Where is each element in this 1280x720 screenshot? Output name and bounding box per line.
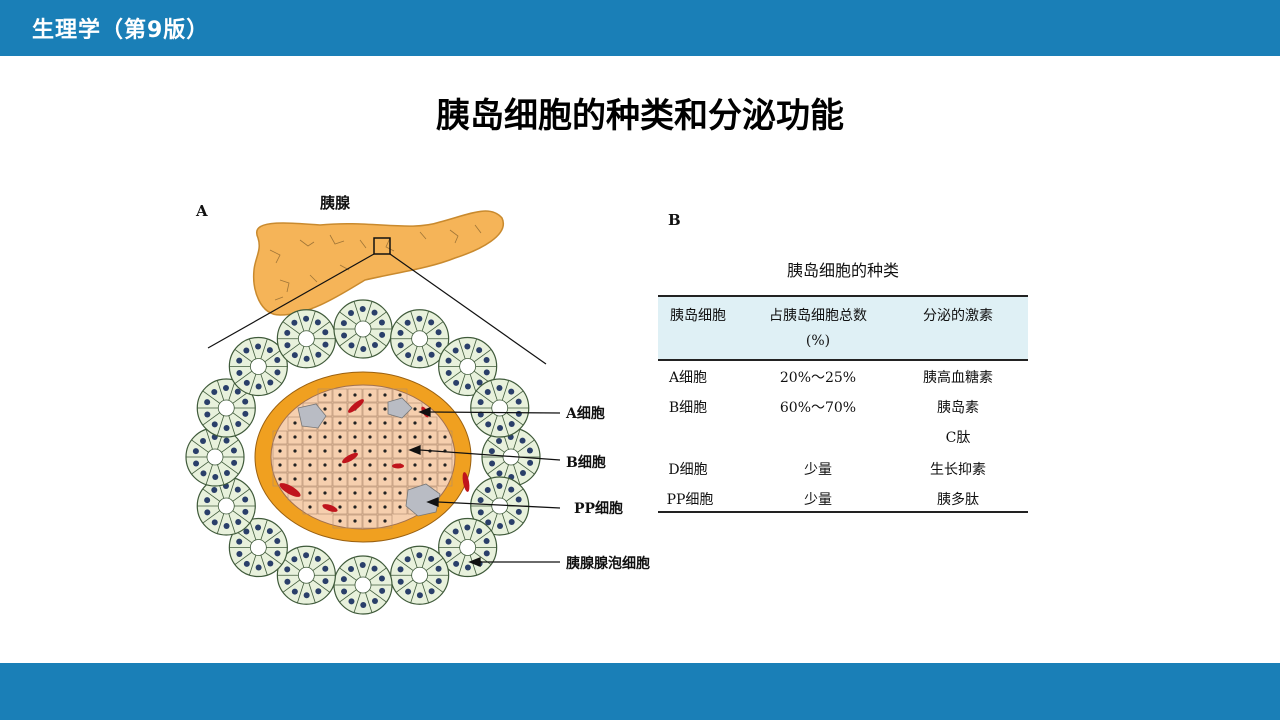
acinus bbox=[470, 476, 530, 536]
book-title: 生理学（第9版） bbox=[32, 18, 210, 43]
cell-percent: 少量 bbox=[804, 462, 832, 478]
table-panel: B 胰岛细胞的种类 胰岛细胞 占胰岛细胞总数 (%) 分泌的激素 A细胞 20%… bbox=[658, 205, 1028, 525]
acinus bbox=[438, 336, 498, 397]
acinus bbox=[196, 476, 256, 536]
cell-hormone: 胰多肽 bbox=[937, 492, 979, 508]
acinus bbox=[276, 309, 336, 369]
acinus bbox=[390, 309, 450, 369]
acinus bbox=[276, 545, 336, 605]
acinar-ring bbox=[185, 299, 541, 615]
capillaries bbox=[279, 399, 470, 512]
acinar-cell-label: 胰腺腺泡细胞 bbox=[566, 556, 650, 572]
cell-type: B细胞 bbox=[668, 400, 708, 416]
capillary bbox=[392, 463, 404, 469]
acinus bbox=[390, 545, 450, 605]
footer-bar bbox=[0, 663, 1280, 720]
cell-percent: 60%～70% bbox=[779, 400, 857, 416]
header-cell-type: 胰岛细胞 bbox=[670, 308, 726, 324]
header-cell-percent: 占胰岛细胞总数 bbox=[769, 308, 867, 324]
acinus bbox=[185, 427, 245, 487]
islet-diagram bbox=[185, 210, 561, 615]
table-caption: 胰岛细胞的种类 bbox=[786, 261, 899, 280]
islet-cells bbox=[272, 388, 453, 529]
capillary bbox=[322, 504, 338, 512]
cell-type: PP细胞 bbox=[666, 492, 714, 508]
cell-hormone: C肽 bbox=[945, 430, 971, 446]
table-header: 胰岛细胞 占胰岛细胞总数 (%) 分泌的激素 bbox=[658, 295, 1028, 361]
capillary bbox=[279, 483, 301, 497]
panel-a-label: A bbox=[196, 202, 208, 220]
cell-hormone: 胰高血糖素 bbox=[923, 370, 993, 386]
header-cell-percent-unit: (%) bbox=[805, 333, 831, 349]
acinus bbox=[333, 555, 393, 615]
figure-a: A 胰腺 A细胞 B细胞 PP细胞 胰腺腺泡细胞 bbox=[180, 180, 680, 620]
cell-hormone: 胰岛素 bbox=[937, 400, 979, 416]
cell-type: D细胞 bbox=[668, 462, 708, 478]
cell-percent: 少量 bbox=[804, 492, 832, 508]
cell-hormone: 生长抑素 bbox=[930, 462, 986, 478]
capillary bbox=[348, 399, 364, 413]
capillary bbox=[462, 472, 470, 492]
header-cell-hormone: 分泌的激素 bbox=[923, 308, 993, 324]
pp-cell-cluster bbox=[297, 403, 327, 429]
pp-cell-cluster bbox=[405, 483, 441, 517]
b-cell-label: B细胞 bbox=[566, 455, 606, 471]
acinus bbox=[196, 378, 256, 438]
acinus bbox=[470, 378, 530, 438]
pancreas-label: 胰腺 bbox=[320, 194, 351, 212]
acinus bbox=[333, 299, 393, 359]
pancreas-shape bbox=[252, 210, 505, 316]
table-bottom-rule bbox=[658, 511, 1028, 513]
acinus bbox=[228, 336, 288, 397]
pp-cell-cluster bbox=[387, 397, 413, 419]
panel-b-label: B bbox=[668, 211, 681, 229]
cell-type: A细胞 bbox=[668, 370, 708, 386]
pp-cell-label: PP细胞 bbox=[574, 501, 624, 517]
cell-percent: 20%～25% bbox=[779, 370, 857, 386]
header-bar: 生理学（第9版） bbox=[0, 0, 1280, 56]
a-cell-label: A细胞 bbox=[566, 406, 605, 422]
slide-title: 胰岛细胞的种类和分泌功能 bbox=[436, 96, 844, 136]
capillary bbox=[342, 452, 358, 464]
zoom-box bbox=[373, 237, 391, 255]
